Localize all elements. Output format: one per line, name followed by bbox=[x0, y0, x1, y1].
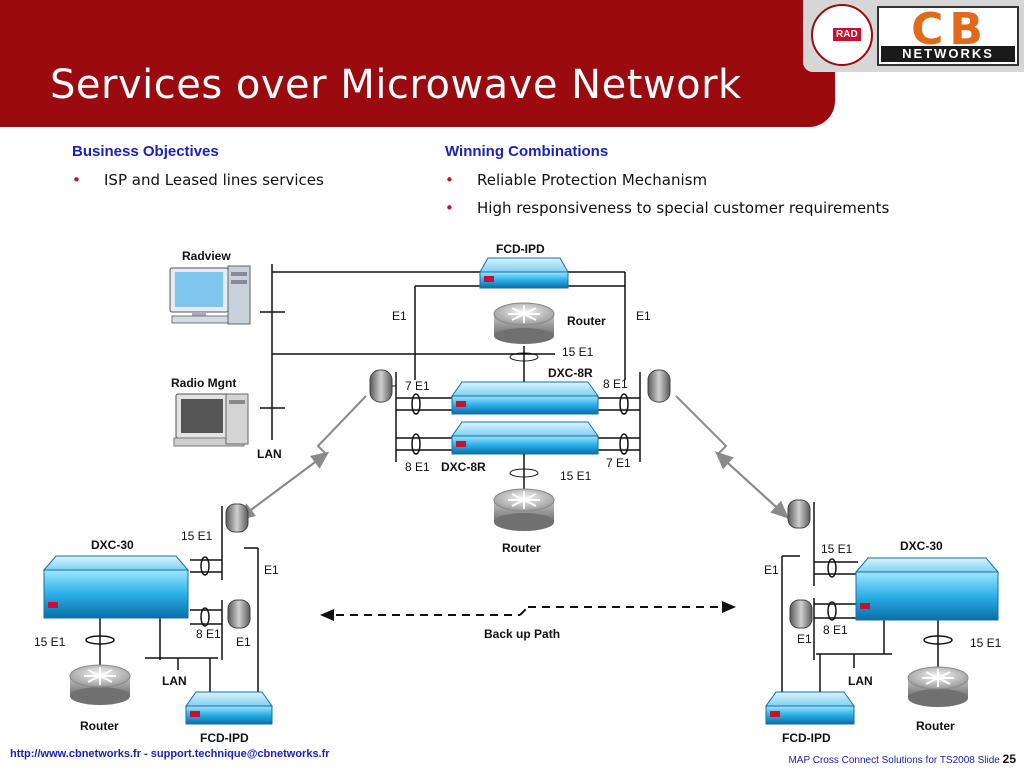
fcd-ipd-label: FCD-IPD bbox=[782, 731, 831, 745]
radio-mgnt-label: Radio Mgnt bbox=[171, 376, 236, 390]
bullet-dot: • bbox=[72, 171, 81, 189]
dxc30-label: DXC-30 bbox=[91, 538, 134, 552]
router-icon bbox=[493, 302, 555, 344]
footer-caption: MAP Cross Connect Solutions for TS2008 S… bbox=[788, 752, 1016, 766]
e1-count-label: 15 E1 bbox=[181, 529, 213, 543]
microwave-dish-icon bbox=[369, 369, 396, 403]
fcd-ipd-label: FCD-IPD bbox=[200, 731, 249, 745]
e1-count-label: 15 E1 bbox=[34, 635, 66, 649]
slide-title: Services over Microwave Network bbox=[50, 62, 742, 108]
footer-contact: http://www.cbnetworks.fr - support.techn… bbox=[10, 748, 330, 760]
seal-brand: RAD bbox=[833, 28, 861, 41]
microwave-dish-icon bbox=[227, 599, 251, 629]
e1-count-label: 7 E1 bbox=[405, 379, 430, 393]
dxc30-device-icon bbox=[42, 555, 190, 619]
router-icon bbox=[69, 664, 131, 705]
microwave-link bbox=[236, 395, 789, 521]
dxc30-label: DXC-30 bbox=[900, 539, 943, 553]
dxc8r-label: DXC-8R bbox=[548, 366, 593, 380]
dxc30-device-icon bbox=[854, 557, 1000, 621]
e1-label: E1 bbox=[236, 635, 251, 649]
lan-label: LAN bbox=[162, 674, 187, 688]
radio-mgnt-computer-icon bbox=[173, 393, 249, 447]
e1-count-label: 15 E1 bbox=[562, 345, 594, 359]
fcd-ipd-device-icon bbox=[765, 691, 855, 725]
e1-count-label: 8 E1 bbox=[823, 623, 848, 637]
e1-count-label: 8 E1 bbox=[196, 627, 221, 641]
lan-label: LAN bbox=[257, 447, 282, 461]
router-label: Router bbox=[502, 541, 541, 555]
e1-count-label: 15 E1 bbox=[821, 542, 853, 556]
slide-number: 25 bbox=[1002, 752, 1016, 766]
fcd-ipd-device-icon bbox=[479, 257, 569, 289]
backup-path-arrow bbox=[320, 601, 736, 621]
e1-label: E1 bbox=[264, 563, 279, 577]
dxc8r-label: DXC-8R bbox=[441, 460, 486, 474]
left-site-links bbox=[85, 506, 259, 700]
e1-label: E1 bbox=[392, 309, 407, 323]
e1-count-label: 15 E1 bbox=[560, 469, 592, 483]
backup-path-label: Back up Path bbox=[484, 627, 560, 641]
e1-count-label: 8 E1 bbox=[603, 377, 628, 391]
e1-label: E1 bbox=[636, 309, 651, 323]
lan-label: LAN bbox=[848, 674, 873, 688]
microwave-dish-icon bbox=[787, 499, 811, 529]
bullet-text: Reliable Protection Mechanism bbox=[477, 171, 708, 189]
router-label: Router bbox=[567, 314, 606, 328]
microwave-dish-icon bbox=[647, 369, 671, 403]
e1-count-label: 15 E1 bbox=[970, 636, 1002, 650]
e1-count-label: 7 E1 bbox=[606, 456, 631, 470]
dxc8r-device-icon bbox=[451, 381, 599, 415]
e1-bundle-ring bbox=[509, 352, 539, 362]
e1-label: E1 bbox=[764, 563, 779, 577]
radview-computer-icon bbox=[169, 265, 251, 325]
fcd-ipd-label: FCD-IPD bbox=[496, 242, 545, 256]
authorized-distributor-seal: RAD bbox=[811, 4, 873, 66]
e1-count-label: 8 E1 bbox=[405, 460, 430, 474]
router-icon bbox=[907, 666, 969, 707]
radview-label: Radview bbox=[182, 249, 231, 263]
business-objectives-heading: Business Objectives bbox=[72, 143, 219, 160]
router-label: Router bbox=[916, 719, 955, 733]
router-label: Router bbox=[80, 719, 119, 733]
logo-subtitle: NETWORKS bbox=[881, 46, 1015, 62]
fcd-ipd-device-icon bbox=[185, 691, 273, 725]
router-icon bbox=[493, 488, 555, 531]
title-banner bbox=[0, 0, 835, 127]
footer-caption-text: MAP Cross Connect Solutions for TS2008 S… bbox=[788, 755, 1000, 766]
bullet-dot: • bbox=[445, 171, 454, 189]
bullet-text: High responsiveness to special customer … bbox=[477, 199, 890, 217]
microwave-dish-icon bbox=[789, 599, 813, 629]
dxc8r-device-icon bbox=[451, 421, 599, 455]
central-interconnect bbox=[395, 372, 641, 462]
winning-combinations-heading: Winning Combinations bbox=[445, 143, 609, 160]
cb-networks-badge: CB NETWORKS bbox=[877, 4, 1019, 66]
e1-bundle-ring bbox=[509, 468, 539, 478]
bullet-text: ISP and Leased lines services bbox=[104, 171, 324, 189]
right-site-links bbox=[781, 502, 953, 700]
e1-label: E1 bbox=[797, 632, 812, 646]
company-logo: RAD CB NETWORKS bbox=[803, 0, 1024, 72]
bullet-dot: • bbox=[445, 199, 454, 217]
microwave-dish-icon bbox=[225, 503, 249, 533]
